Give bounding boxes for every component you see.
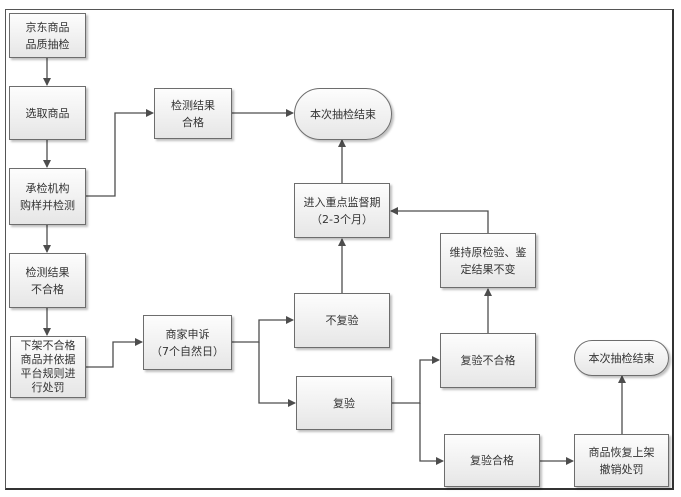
node-end-2[interactable]: 本次抽检结束 — [574, 340, 669, 376]
node-label: 检测结果 不合格 — [25, 265, 70, 296]
node-delist-penalty[interactable]: 下架不合格 商品并依据 平台规则进 行处罚 — [10, 336, 86, 398]
node-label: 不复验 — [325, 314, 359, 327]
node-label: 检测结果 合格 — [171, 98, 215, 129]
node-restore-listing[interactable]: 商品恢复上架 撤销处罚 — [574, 434, 669, 487]
node-start-sampling[interactable]: 京东商品 品质抽检 — [9, 13, 86, 58]
node-maintain-result[interactable]: 维持原检验、鉴 定结果不变 — [440, 233, 536, 288]
node-label: 商家申诉 （7个自然日） — [151, 327, 224, 358]
node-label: 本次抽检结束 — [310, 107, 376, 121]
diagram-frame — [5, 9, 674, 490]
node-select-product[interactable]: 选取商品 — [9, 86, 86, 140]
node-label: 维持原检验、鉴 定结果不变 — [449, 245, 527, 276]
node-end-1[interactable]: 本次抽检结束 — [294, 88, 392, 140]
edge-appeal-recheck — [258, 342, 296, 407]
node-label: 复验不合格 — [460, 354, 516, 367]
edge-recheck-pass — [419, 403, 444, 465]
node-label: 京东商品 品质抽检 — [25, 20, 70, 51]
node-label: 商品恢复上架 撤销处罚 — [588, 445, 655, 476]
node-recheck-fail[interactable]: 复验不合格 — [440, 333, 536, 388]
node-label: 承检机构 购样并检测 — [20, 181, 75, 212]
node-label: 本次抽检结束 — [588, 351, 655, 365]
node-no-recheck[interactable]: 不复验 — [294, 293, 390, 348]
edge-delist-appeal — [86, 338, 143, 368]
edge-recheck-fail — [392, 356, 440, 404]
node-recheck[interactable]: 复验 — [296, 376, 392, 430]
node-label: 下架不合格 商品并依据 平台规则进 行处罚 — [20, 339, 76, 394]
node-merchant-appeal[interactable]: 商家申诉 （7个自然日） — [143, 315, 232, 370]
node-purchase-test[interactable]: 承检机构 购样并检测 — [9, 168, 86, 225]
edge-purchase-resultpass — [86, 109, 154, 197]
edge-appeal-norecheck — [232, 316, 294, 343]
node-supervision-period[interactable]: 进入重点监督期 （2-3个月） — [294, 183, 390, 238]
node-label: 复验合格 — [470, 454, 514, 467]
node-recheck-pass[interactable]: 复验合格 — [444, 434, 540, 487]
node-result-fail[interactable]: 检测结果 不合格 — [9, 253, 86, 308]
node-result-pass[interactable]: 检测结果 合格 — [154, 88, 232, 139]
edge-maintain-supervision — [390, 207, 489, 233]
node-label: 进入重点监督期 （2-3个月） — [303, 195, 381, 226]
node-label: 复验 — [333, 396, 355, 410]
node-label: 选取商品 — [25, 106, 70, 120]
